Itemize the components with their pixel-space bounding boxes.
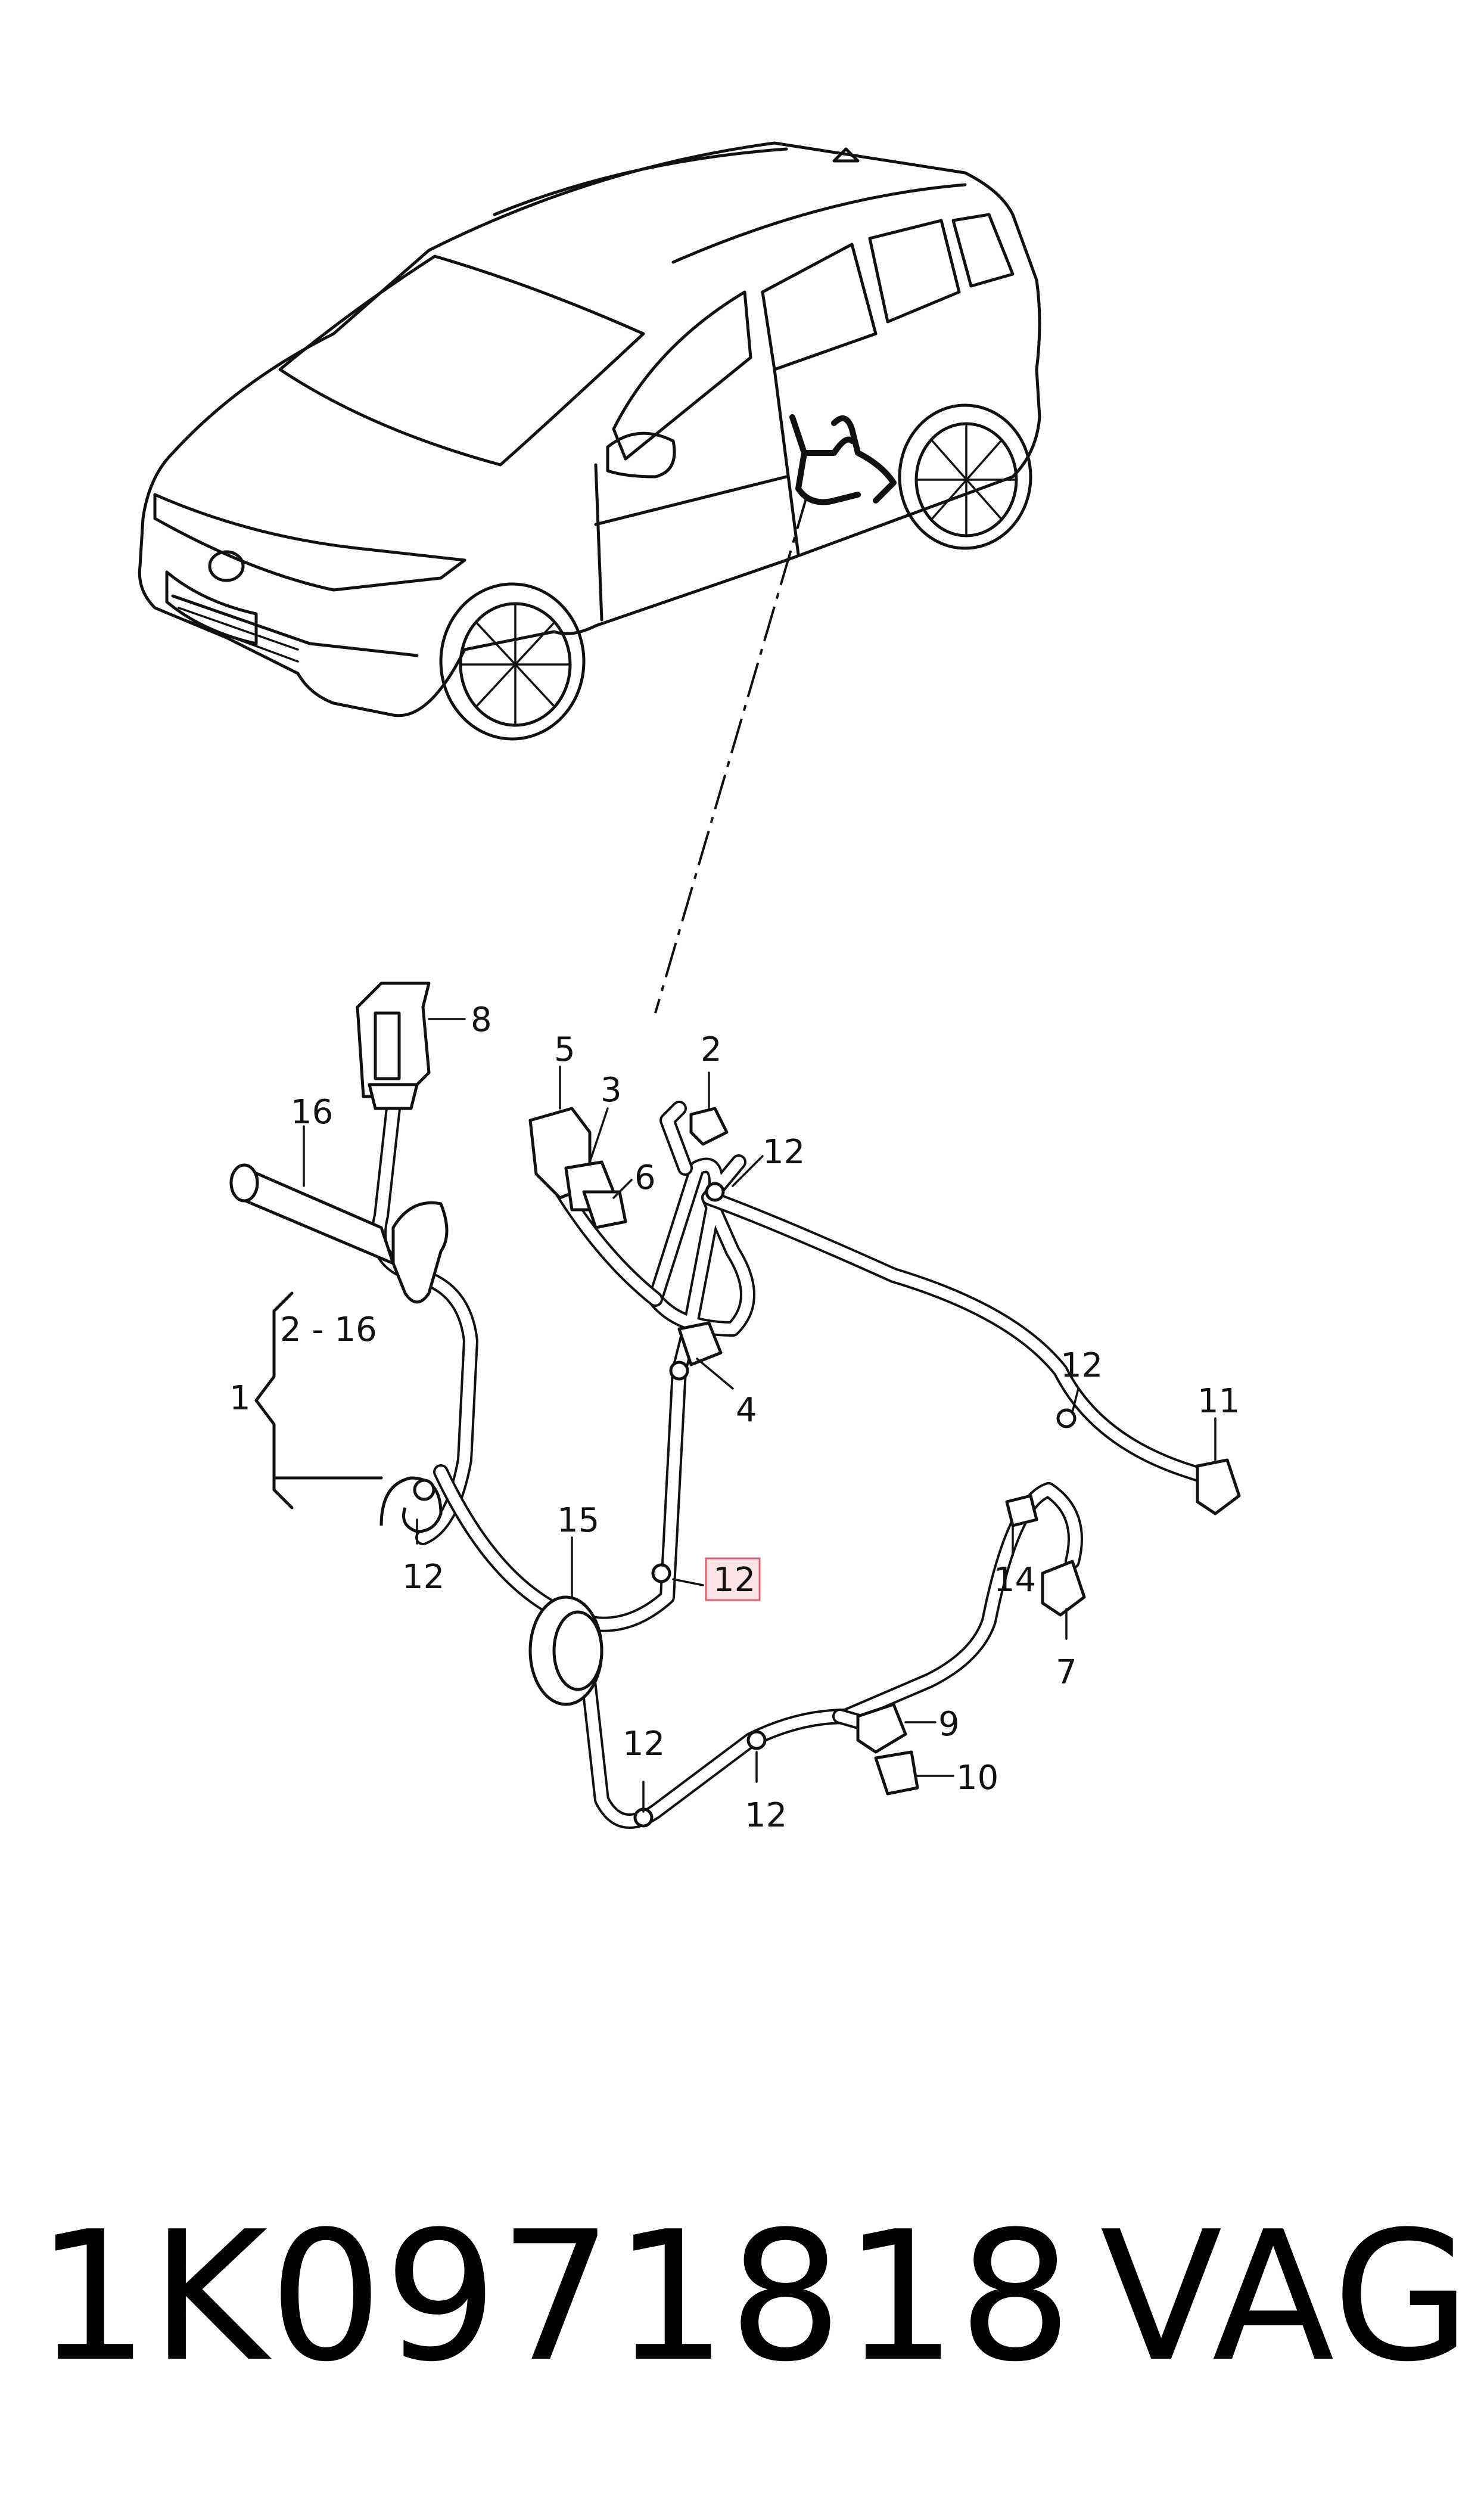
leader-lines [303,1018,1217,1813]
group-bracket [254,1291,294,1509]
callout-12-c: 12 [402,1558,444,1596]
callout-labels: 8 16 5 3 6 2 12 2 - 16 1 4 12 11 12 15 1… [229,1001,1240,1835]
wiring-harness-detail: 8 16 5 3 6 2 12 2 - 16 1 4 12 11 12 15 1… [229,981,1241,1835]
callout-4: 4 [736,1391,757,1430]
car-illustration [138,141,1041,741]
callout-2-16: 2 - 16 [280,1310,377,1349]
detail-leader-line [654,494,808,1014]
callout-3: 3 [601,1071,622,1110]
callout-14: 14 [994,1561,1036,1599]
callout-2: 2 [701,1030,722,1069]
callout-12-a: 12 [763,1133,805,1172]
highlighted-callout-box [705,1557,761,1601]
callout-5: 5 [554,1030,575,1069]
part-number: 1K0971818 [36,2193,1074,2401]
brand-name: VAG [1100,2193,1472,2401]
callout-9: 9 [938,1705,960,1744]
callout-12-e: 12 [745,1796,787,1835]
callout-12-b: 12 [1060,1346,1103,1385]
callout-12-highlighted: 12 [713,1561,755,1599]
callout-1: 1 [229,1379,251,1418]
callout-8: 8 [471,1001,492,1039]
callout-10: 10 [956,1759,998,1797]
callout-12-d: 12 [623,1725,665,1763]
callout-6: 6 [634,1158,656,1197]
callout-15: 15 [557,1501,599,1540]
callout-7: 7 [1056,1653,1077,1692]
callout-11: 11 [1197,1382,1240,1421]
callout-16: 16 [291,1093,333,1132]
